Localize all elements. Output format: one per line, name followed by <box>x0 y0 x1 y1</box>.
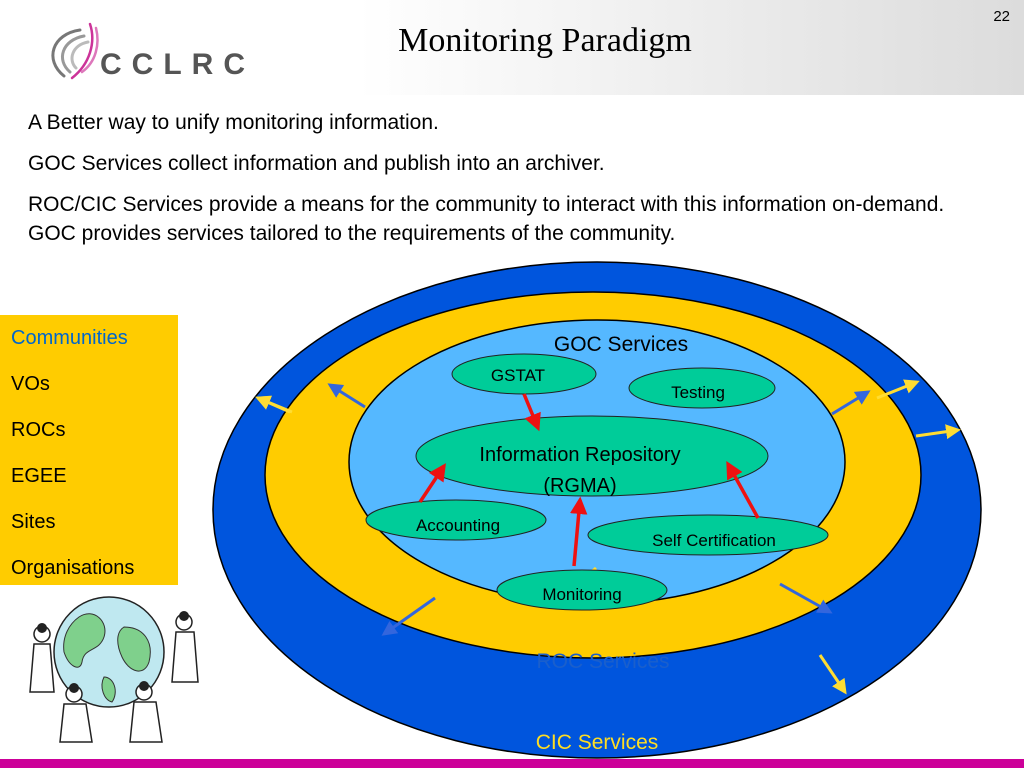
monitoring-label: Monitoring <box>542 585 621 604</box>
arrow-gstat-to-repo <box>522 393 541 432</box>
arrow-inner <box>779 582 833 614</box>
slide-number: 22 <box>993 8 1010 25</box>
testing-label: Testing <box>671 383 725 402</box>
arrow-inner <box>327 383 366 409</box>
bullet-list: A Better way to unify monitoring informa… <box>28 108 988 260</box>
communities-box: Communities VOs ROCs EGEE Sites Organisa… <box>0 315 178 585</box>
repository-node[interactable] <box>415 415 769 497</box>
cic-services-label: CIC Services <box>536 731 659 754</box>
goc-services-label: GOC Services <box>554 333 688 356</box>
arrow-outward <box>255 395 291 414</box>
bullet-item: GOC Services collect information and pub… <box>28 152 605 175</box>
monitoring-node[interactable] <box>496 569 668 611</box>
self-certification-node[interactable] <box>587 514 829 556</box>
repository-label: Information Repository <box>479 444 680 466</box>
bottom-accent-bar <box>0 759 1024 768</box>
arrow-outward <box>915 424 961 440</box>
arrow-inner <box>381 596 436 636</box>
accounting-label: Accounting <box>416 516 500 535</box>
community-item: VOs <box>11 373 50 395</box>
bullet-item: A Better way to unify monitoring informa… <box>28 111 439 134</box>
slide-header <box>0 0 1024 95</box>
community-item: Organisations <box>11 557 135 579</box>
bullet-item: ROC/CIC Services provide a means for the… <box>28 193 945 245</box>
gstat-label: GSTAT <box>491 366 545 385</box>
arrow-accounting-to-repo <box>418 463 446 503</box>
communities-heading: Communities <box>11 327 128 349</box>
arrow-outward <box>876 379 920 400</box>
cclrc-logo-icon <box>51 22 99 80</box>
logo-text: CCLRC <box>100 48 255 81</box>
self-certification-label: Self Certification <box>652 531 776 550</box>
arrow-inner <box>831 390 871 416</box>
community-item: Sites <box>11 511 56 533</box>
people-globe-clipart-icon <box>29 596 199 743</box>
community-item: ROCs <box>11 419 66 441</box>
arrow-monitoring-to-repo <box>570 496 588 567</box>
accounting-node[interactable] <box>365 499 547 541</box>
arrow-selfcert-to-repo <box>726 460 760 519</box>
roc-services-label: ROC Services <box>536 650 669 673</box>
community-item: EGEE <box>11 465 67 487</box>
testing-node[interactable] <box>628 367 776 409</box>
arrow-outward <box>818 654 847 695</box>
slide-title: Monitoring Paradigm <box>398 22 692 59</box>
repository-sublabel: (RGMA) <box>543 475 616 497</box>
